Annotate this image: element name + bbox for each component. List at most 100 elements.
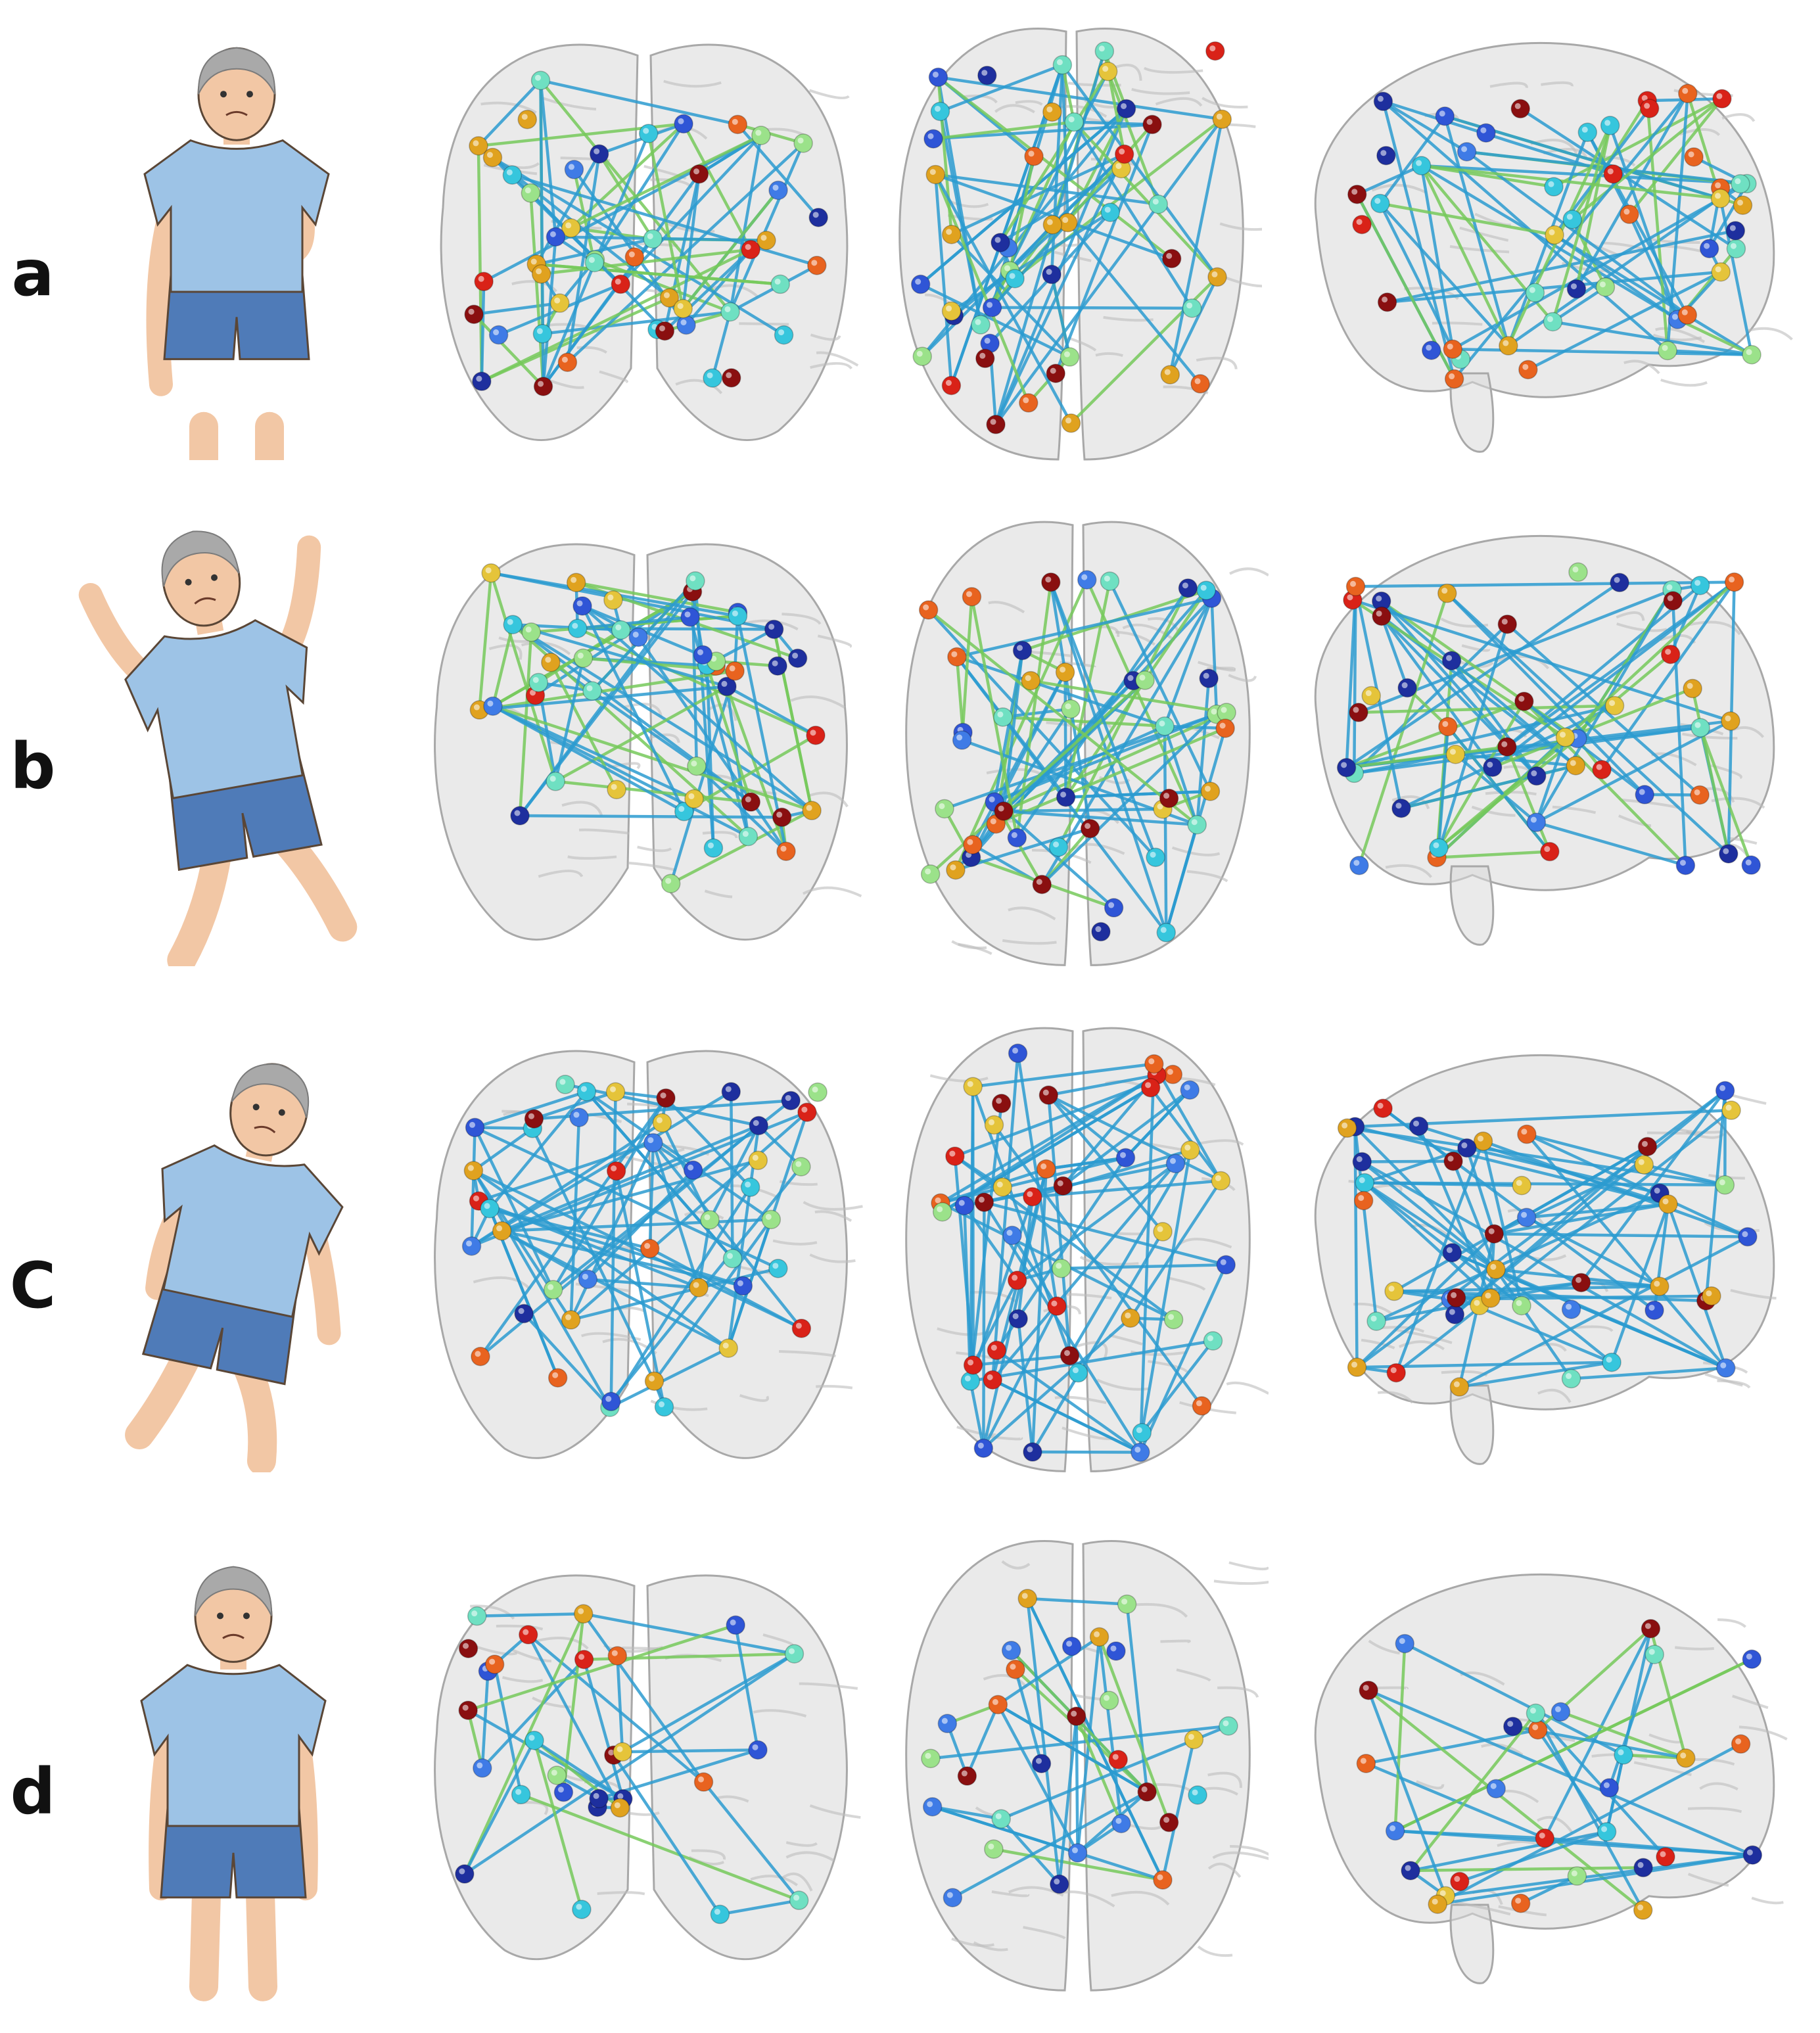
network-node — [733, 1276, 753, 1296]
network-node-highlight — [1045, 576, 1052, 583]
network-node-highlight — [964, 1375, 971, 1382]
network-node-highlight — [611, 1165, 617, 1172]
network-node-highlight — [1060, 791, 1067, 798]
network-node — [1386, 1363, 1406, 1383]
network-edge — [950, 64, 1064, 386]
brain-gyrus-line — [1219, 222, 1262, 231]
network-node-highlight — [1150, 851, 1156, 858]
network-node-highlight — [1050, 367, 1056, 374]
network-edge — [681, 174, 701, 309]
network-node — [684, 789, 704, 809]
network-node — [963, 835, 983, 854]
network-node-highlight — [578, 1608, 584, 1614]
network-node — [473, 1758, 492, 1778]
network-edge — [576, 581, 738, 614]
network-node — [546, 227, 566, 247]
brain-network-coronal-a — [421, 20, 868, 467]
brain-gyrus-line — [1687, 1807, 1742, 1813]
network-edges — [1355, 92, 1754, 380]
network-node — [1566, 279, 1587, 299]
network-node — [1061, 413, 1081, 433]
network-node — [546, 772, 565, 791]
network-nodes — [1347, 83, 1762, 389]
network-edge — [726, 685, 817, 737]
network-node — [458, 1700, 478, 1720]
network-node — [1042, 215, 1063, 235]
network-edge — [1435, 624, 1509, 858]
network-node — [1711, 262, 1731, 282]
network-node — [1637, 1136, 1658, 1157]
network-node — [774, 325, 794, 345]
network-node-highlight — [1501, 741, 1508, 747]
network-node-highlight — [1157, 803, 1163, 810]
network-node-highlight — [951, 651, 958, 657]
network-edge — [1140, 1150, 1192, 1434]
network-node — [1153, 1870, 1173, 1890]
network-node-highlight — [1108, 902, 1115, 908]
network-edges — [1365, 1627, 1754, 1911]
network-node — [768, 656, 787, 676]
brain-gyrus-line — [1213, 1579, 1269, 1585]
network-node — [463, 1161, 484, 1180]
brain-gyrus-line — [1751, 1896, 1784, 1905]
network-node — [654, 1397, 674, 1417]
network-node-highlight — [1211, 709, 1217, 715]
network-edge — [682, 123, 753, 250]
brain-gyrus-line — [1079, 1255, 1139, 1266]
network-node-highlight — [688, 1164, 694, 1171]
network-node — [1449, 1377, 1470, 1397]
network-node-highlight — [580, 1086, 587, 1092]
network-edge — [512, 623, 728, 688]
network-edge — [1410, 1830, 1608, 1873]
network-edge — [1495, 1269, 1573, 1380]
network-node — [923, 129, 943, 149]
brain-surface — [1314, 1573, 1788, 1984]
network-node — [484, 1654, 505, 1674]
network-node — [1710, 189, 1731, 208]
network-node-highlight — [1009, 273, 1015, 279]
network-edge — [1356, 164, 1422, 196]
network-node — [1336, 758, 1357, 778]
brain-gyrus-line — [1675, 1646, 1714, 1650]
network-edge — [1382, 101, 1456, 380]
network-node-highlight — [507, 619, 513, 625]
network-nodes — [910, 41, 1232, 434]
network-edge — [492, 156, 670, 299]
network-node — [1359, 1680, 1378, 1700]
network-edge — [1106, 70, 1160, 205]
network-node-highlight — [1192, 1789, 1198, 1796]
brain-gyrus-line — [782, 613, 822, 625]
network-node — [1683, 678, 1702, 699]
network-node — [1353, 1190, 1374, 1211]
network-node — [772, 807, 792, 828]
network-node-highlight — [1522, 363, 1529, 370]
network-node — [984, 1839, 1004, 1859]
network-edge — [941, 1086, 1152, 1213]
network-node-highlight — [1166, 252, 1173, 259]
network-node — [738, 826, 758, 847]
network-node-highlight — [1433, 842, 1439, 849]
network-node — [993, 707, 1013, 727]
network-node — [572, 596, 592, 616]
network-node — [1726, 239, 1746, 259]
network-node — [611, 620, 631, 640]
network-edge — [956, 655, 1165, 728]
network-edge — [1050, 64, 1064, 275]
brain-gyrus-line — [799, 1682, 858, 1690]
network-node-highlight — [1461, 1142, 1468, 1149]
network-node-highlight — [473, 140, 479, 147]
network-node — [549, 293, 570, 313]
person-hair — [161, 530, 240, 587]
network-node-highlight — [1566, 1373, 1572, 1380]
brain-gyrus-line — [1108, 1334, 1143, 1346]
network-node — [1481, 1288, 1501, 1308]
network-node — [1212, 109, 1232, 129]
network-node-highlight — [1350, 580, 1357, 587]
network-node-highlight — [486, 152, 493, 158]
brain-gyrus-line — [704, 889, 733, 899]
network-node — [1376, 145, 1396, 166]
network-node — [1077, 570, 1097, 590]
network-edge — [1031, 1230, 1164, 1453]
network-node — [689, 1278, 709, 1297]
network-node-highlight — [987, 302, 993, 308]
